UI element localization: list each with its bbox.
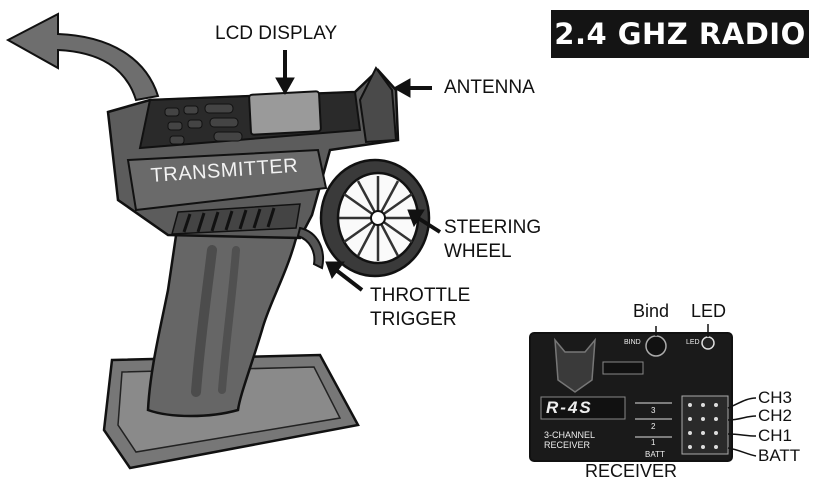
callout-arrows xyxy=(275,50,442,292)
throttle-trigger xyxy=(296,226,324,270)
page-title: 2.4 GHZ RADIO xyxy=(554,17,806,51)
curved-arrow-icon xyxy=(5,12,160,102)
led-label: LED xyxy=(691,301,727,321)
steering-label-line1: STEERING xyxy=(444,217,542,238)
receiver-slot-2: 2 xyxy=(651,422,656,431)
receiver-slot-batt: BATT xyxy=(645,450,665,459)
receiver-label: RECEIVER xyxy=(585,461,678,481)
transmitter-body xyxy=(106,66,400,240)
channel-label-batt: BATT xyxy=(758,446,801,465)
receiver-led-small: LED xyxy=(686,339,700,346)
steering-wheel xyxy=(319,158,431,278)
throttle-label-line2: TRIGGER xyxy=(370,309,457,330)
title-badge: 2.4 GHZ RADIO xyxy=(551,10,809,58)
receiver-channel-text-line1: 3-CHANNEL xyxy=(544,430,596,440)
channel-label-ch3: CH3 xyxy=(758,388,793,407)
transmitter-handle xyxy=(146,220,302,418)
receiver-slot-1: 1 xyxy=(651,438,656,447)
steering-label-line2: WHEEL xyxy=(444,241,512,262)
antenna-label: ANTENNA xyxy=(444,77,535,98)
bind-label: Bind xyxy=(633,301,670,321)
receiver-slot-3: 3 xyxy=(651,406,656,415)
throttle-label-line1: THROTTLE xyxy=(370,285,471,306)
receiver-bind-small: BIND xyxy=(624,339,641,346)
lcd-display-label: LCD DISPLAY xyxy=(215,23,338,44)
receiver-unit xyxy=(529,332,733,462)
receiver-model-mark: R-4S xyxy=(546,398,593,417)
receiver-channel-text-line2: RECEIVER xyxy=(544,440,591,450)
receiver-leader-lines xyxy=(655,324,757,457)
channel-label-ch1: CH1 xyxy=(758,426,793,445)
channel-label-ch2: CH2 xyxy=(758,406,793,425)
